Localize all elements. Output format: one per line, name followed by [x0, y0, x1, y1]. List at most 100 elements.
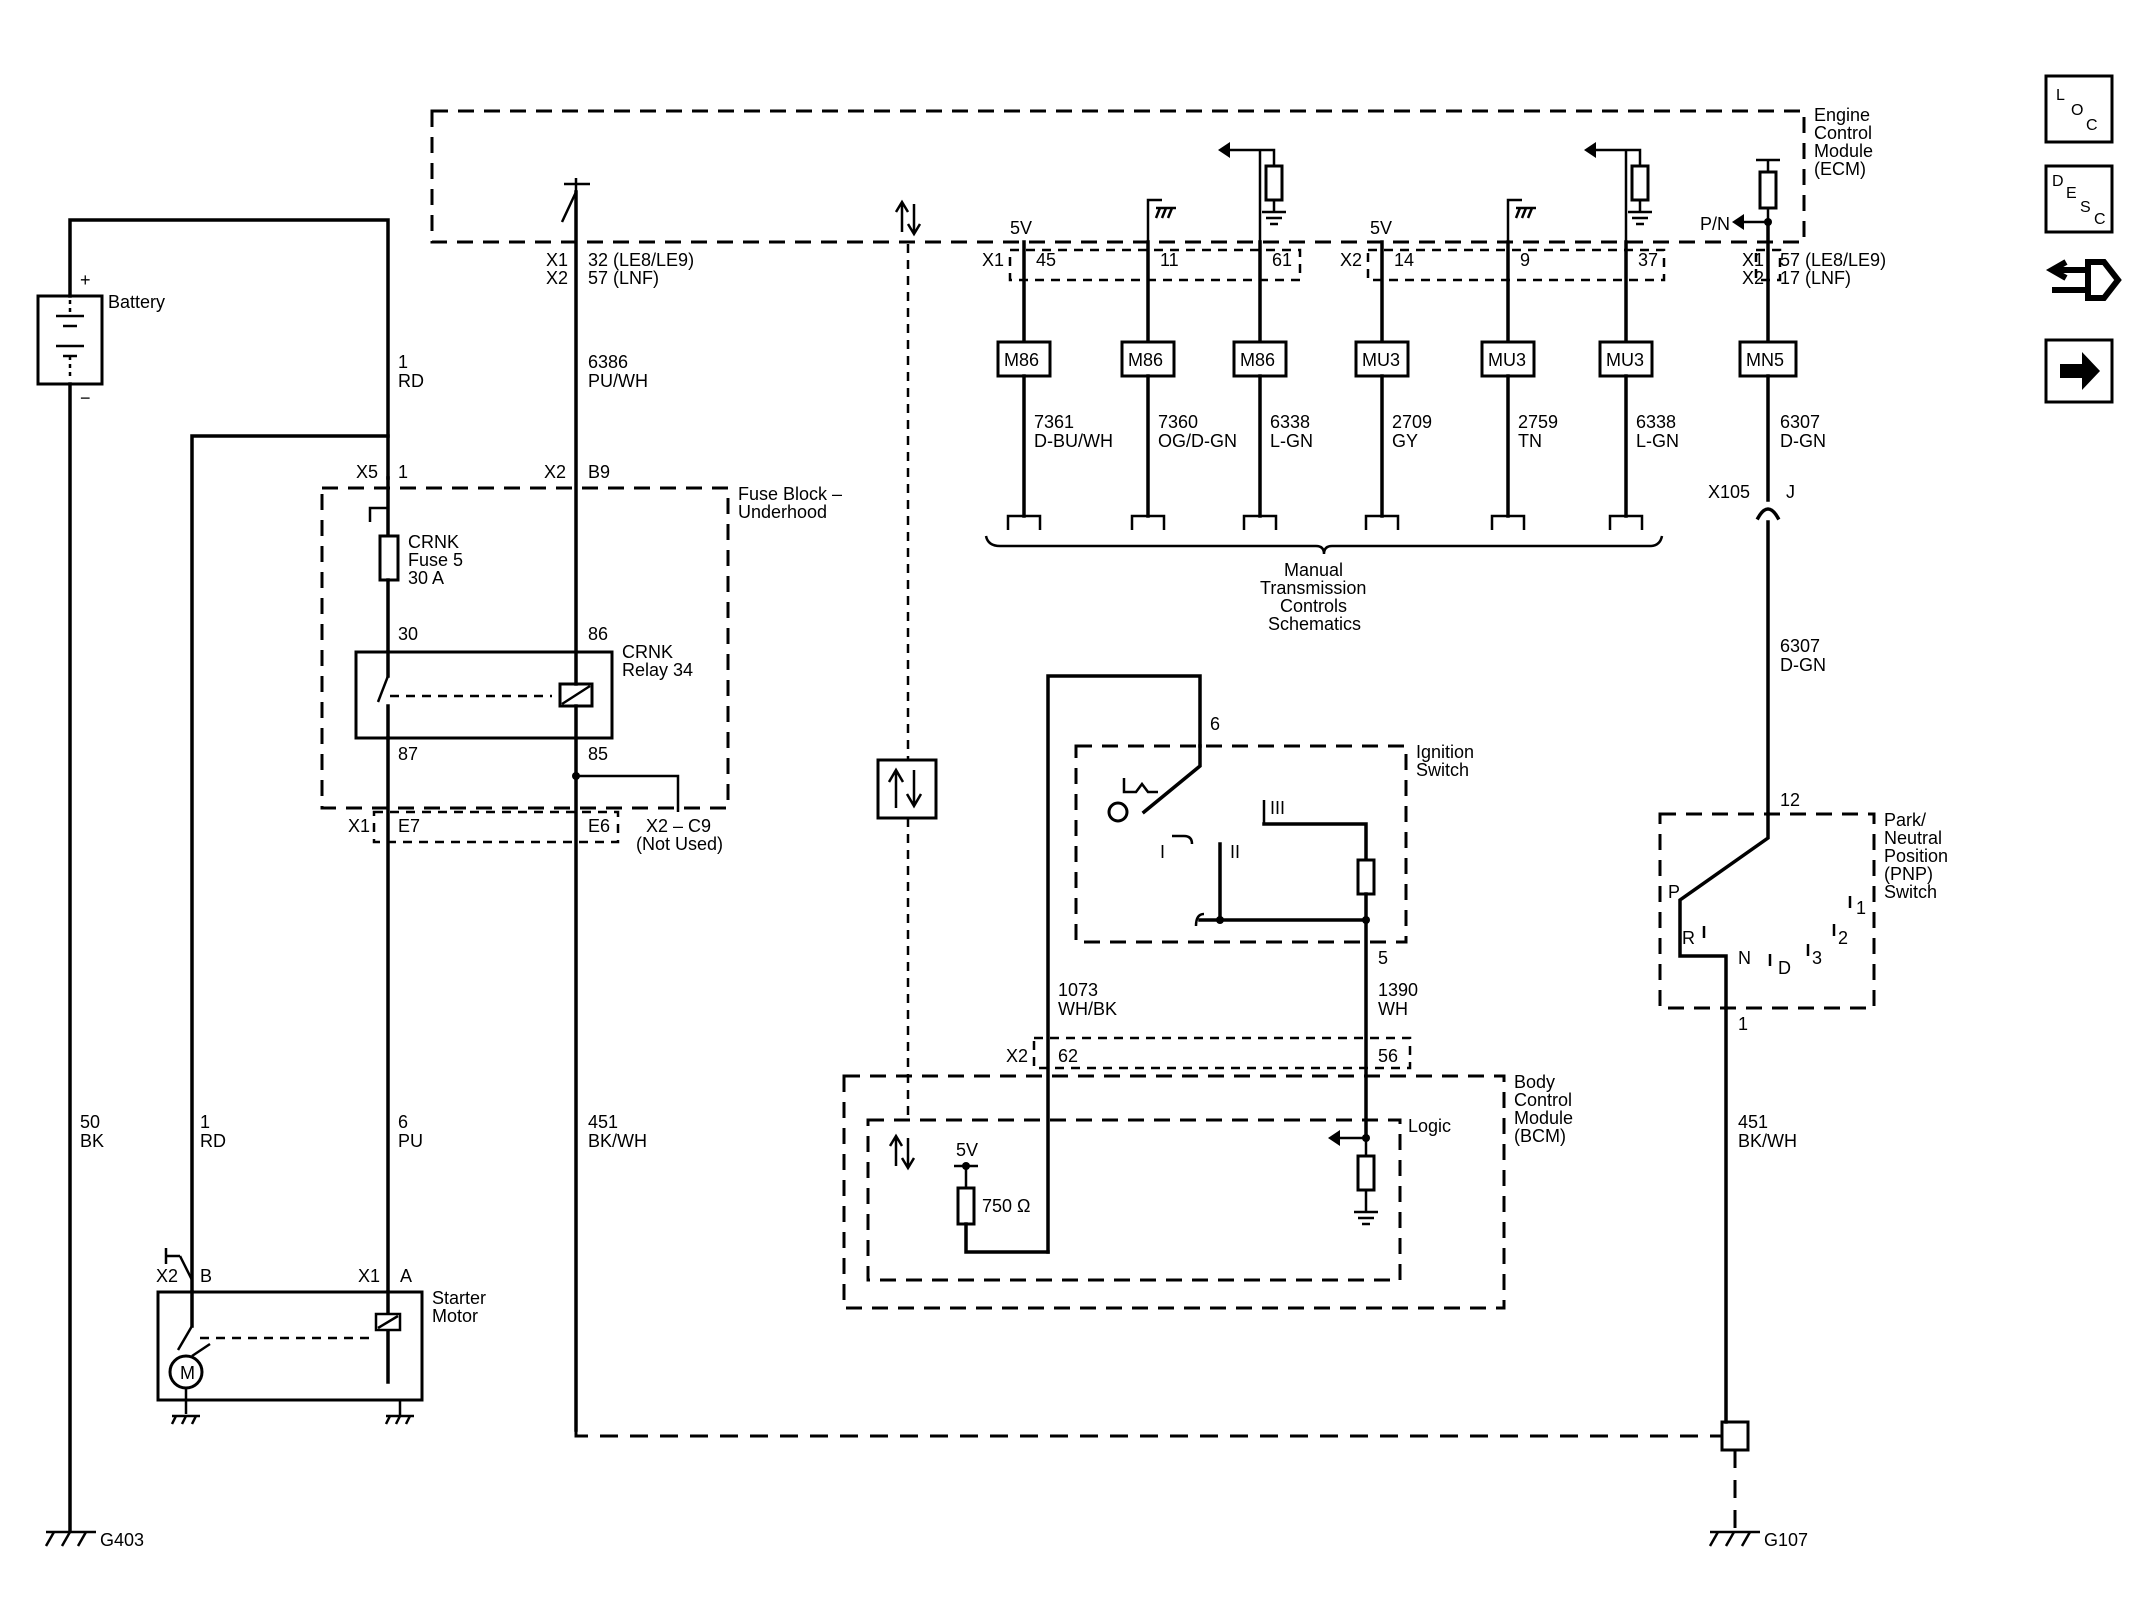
svg-text:2: 2	[1838, 928, 1848, 948]
ignition-pin-5: 5	[1378, 948, 1388, 968]
mt-label-5: MU3	[1606, 350, 1644, 370]
starter-a: A	[400, 1266, 412, 1286]
ground-g107-icon	[1708, 1530, 1760, 1547]
next-button[interactable]	[2044, 338, 2114, 404]
pnp-switch-title: Park/ Neutral Position (PNP) Switch	[1884, 810, 1948, 902]
svg-text:X2: X2	[546, 268, 568, 288]
mn5-label: MN5	[1746, 350, 1784, 370]
mt-wire-color-5: L-GN	[1636, 431, 1679, 451]
relay-coil	[558, 682, 594, 708]
relay-pin-86: 86	[588, 624, 608, 644]
wire-ign2-label: 1390 WH	[1378, 980, 1418, 1019]
svg-text:30 A: 30 A	[408, 568, 444, 588]
svg-text:(PNP): (PNP)	[1884, 864, 1933, 884]
svg-text:Module: Module	[1514, 1108, 1573, 1128]
wire-starter-a-label: 6 PU	[398, 1112, 423, 1151]
ign-pos-ii: II	[1230, 842, 1240, 862]
ign-pos-i: I	[1160, 842, 1165, 862]
x105-conn: X105	[1708, 482, 1750, 502]
mt-label-1: M86	[1128, 350, 1163, 370]
mt-controls: M867361D-BU/WH45M867360OG/D-GN11M866338L…	[996, 142, 1679, 530]
svg-text:(BCM): (BCM)	[1514, 1126, 1566, 1146]
svg-text:R: R	[1682, 928, 1695, 948]
wire-ecm-gnd-label: 451 BK/WH	[588, 1112, 647, 1151]
wire-crank-out-label: 6386 PU/WH	[588, 352, 648, 391]
svg-text:3: 3	[1812, 948, 1822, 968]
motor-m: M	[180, 1363, 195, 1383]
bcm-pullup	[954, 1162, 1050, 1254]
svg-text:1390: 1390	[1378, 980, 1418, 1000]
loc-button[interactable]: LOC	[2044, 74, 2114, 144]
connector-icon[interactable]	[2045, 259, 2122, 301]
svg-text:WH: WH	[1378, 999, 1408, 1019]
ecm-5v-a: 5V	[1010, 218, 1032, 238]
starter-motor	[156, 1290, 424, 1402]
svg-text:PU: PU	[398, 1131, 423, 1151]
svg-text:451: 451	[588, 1112, 618, 1132]
battery-feed-wire	[68, 218, 390, 480]
svg-text:C: C	[2094, 211, 2106, 228]
svg-text:C: C	[2086, 117, 2098, 134]
ignition-switch-title: Ignition Switch	[1416, 742, 1474, 780]
fuse-block-x1: X1	[348, 816, 370, 836]
mt-wire-circuit-0: 7361	[1034, 412, 1074, 432]
svg-text:6307: 6307	[1780, 412, 1820, 432]
svg-text:Switch: Switch	[1416, 760, 1469, 780]
ecm-x1-connector	[1008, 248, 1302, 282]
fuse-block-x5-pin: 1	[398, 462, 408, 482]
svg-text:BK/WH: BK/WH	[588, 1131, 647, 1151]
mt-resistor-2	[1264, 164, 1284, 202]
svg-text:Fuse 5: Fuse 5	[408, 550, 463, 570]
ignition-switch-boundary	[1074, 744, 1408, 944]
fuse-block-x5: X5	[356, 462, 378, 482]
mt-connector-5	[1608, 514, 1644, 530]
svg-text:Ignition: Ignition	[1416, 742, 1474, 762]
bcm-serial-icon	[888, 1133, 916, 1171]
arrow-right-icon	[2060, 352, 2100, 390]
svg-text:E: E	[2066, 185, 2077, 202]
svg-text:Fuse Block –: Fuse Block –	[738, 484, 842, 504]
svg-text:RD: RD	[200, 1131, 226, 1151]
svg-text:CRNK: CRNK	[408, 532, 459, 552]
ignition-wire-1073	[1046, 674, 1202, 1254]
bcm-resistor: 750 Ω	[982, 1196, 1031, 1216]
mt-pin-3: 14	[1394, 250, 1414, 270]
svg-text:6: 6	[398, 1112, 408, 1132]
svg-text:50: 50	[80, 1112, 100, 1132]
svg-text:X1: X1	[1742, 250, 1764, 270]
relay-85-spur	[576, 774, 680, 812]
serial-data-box[interactable]	[876, 758, 938, 820]
relay-switch	[376, 650, 552, 740]
battery-label: Battery	[108, 292, 165, 312]
ign-pos-iii: III	[1270, 798, 1285, 818]
ecm-x2-label: X2	[1340, 250, 1362, 270]
mt-out-arrow-5	[1584, 142, 1596, 158]
mt-out-line-5	[1596, 148, 1642, 166]
svg-text:57 (LE8/LE9): 57 (LE8/LE9)	[1780, 250, 1886, 270]
wire-ign-label: 1073 WH/BK	[1058, 980, 1117, 1019]
mt-ground-ref-4	[1506, 198, 1522, 242]
mt-pin-2: 61	[1272, 250, 1292, 270]
mt-wire-circuit-5: 6338	[1636, 412, 1676, 432]
mt-pin-0: 45	[1036, 250, 1056, 270]
bcm-boundary	[842, 1074, 1506, 1310]
mt-pin-5: 37	[1638, 250, 1658, 270]
wire-pnp-gnd-label: 451 BK/WH	[1738, 1112, 1797, 1151]
ecm-x1-label: X1	[982, 250, 1004, 270]
fuse-block-e6: E6	[588, 816, 610, 836]
svg-text:X2: X2	[1742, 268, 1764, 288]
ecm-boundary	[430, 109, 1806, 244]
fuse-block-x2-pin: B9	[588, 462, 610, 482]
wire-gnd-batt-label: 50 BK	[80, 1112, 104, 1151]
svg-text:Underhood: Underhood	[738, 502, 827, 522]
ecm-pn-pins: X1 X2 57 (LE8/LE9) 17 (LNF)	[1742, 250, 1886, 288]
mt-resistor-5	[1630, 164, 1650, 202]
starter-x2: X2	[156, 1266, 178, 1286]
svg-text:Relay 34: Relay 34	[622, 660, 693, 680]
svg-text:1: 1	[1856, 898, 1866, 918]
svg-text:Position: Position	[1884, 846, 1948, 866]
svg-text:1073: 1073	[1058, 980, 1098, 1000]
wire-batt-feed-label: 1 RD	[398, 352, 424, 391]
svg-text:Transmission: Transmission	[1260, 578, 1366, 598]
